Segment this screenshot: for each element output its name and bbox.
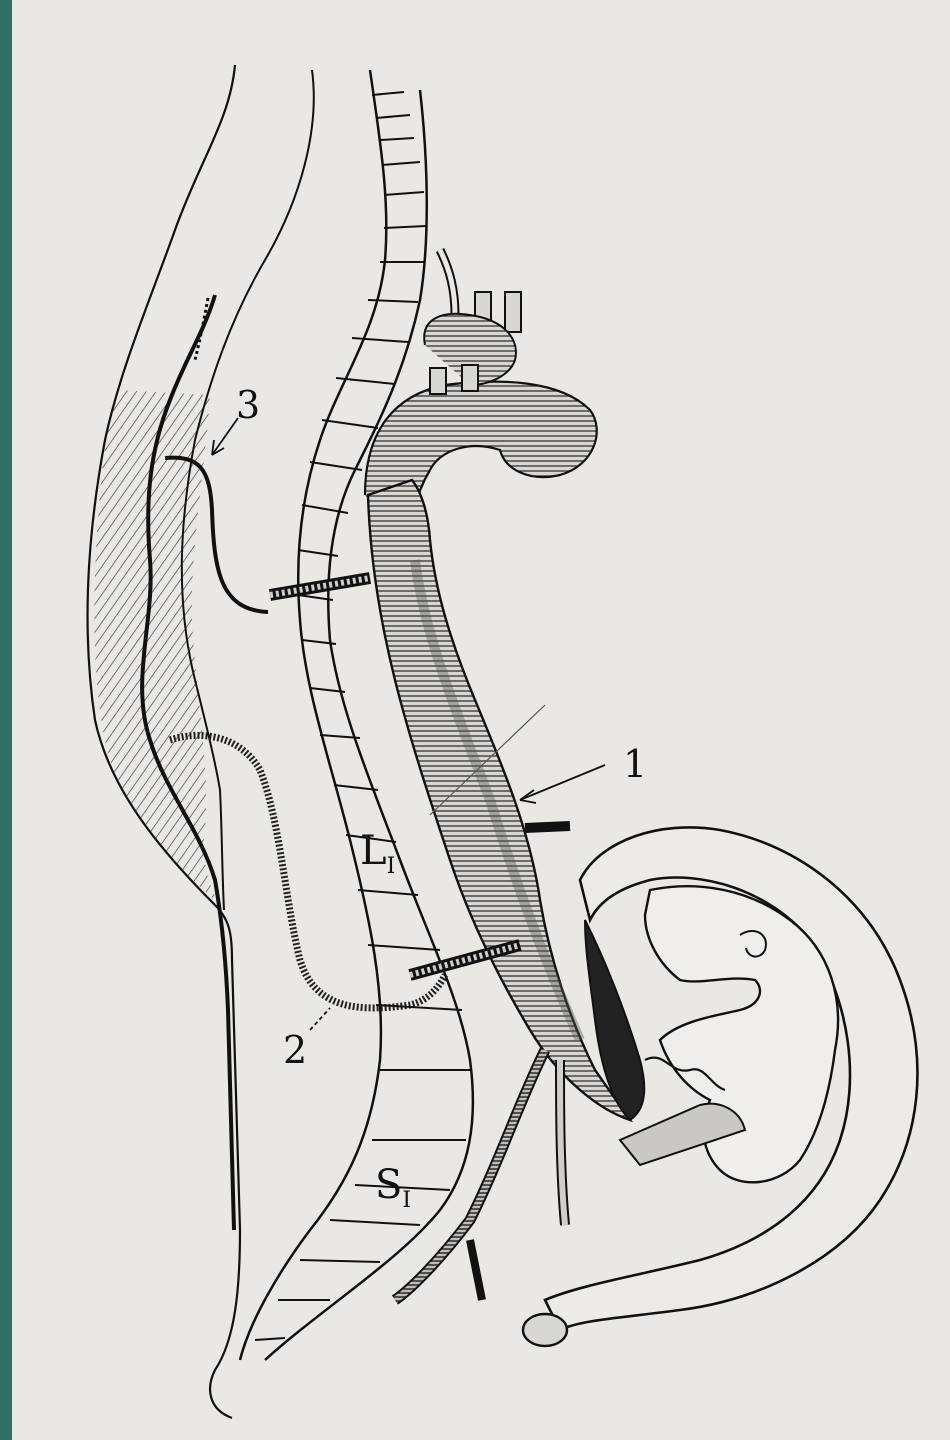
iliac-artery [395,1050,545,1300]
descending-aorta [368,480,630,1120]
label-l1-sub: I [387,854,396,879]
label-s1-sub: I [402,1188,411,1213]
label-1: 1 [623,742,647,786]
label-s1: SI [375,1162,411,1213]
label-3: 3 [236,383,260,427]
left-carotid [505,292,521,332]
cervix [523,1314,567,1346]
label-l1: LI [360,828,395,879]
pointer-2 [310,1008,330,1030]
label-2: 2 [283,1028,307,1072]
pointer-3 [212,418,238,455]
label-s1-letter: S [375,1162,402,1208]
label-l1-letter: L [360,828,387,874]
pointer-1 [520,765,605,800]
